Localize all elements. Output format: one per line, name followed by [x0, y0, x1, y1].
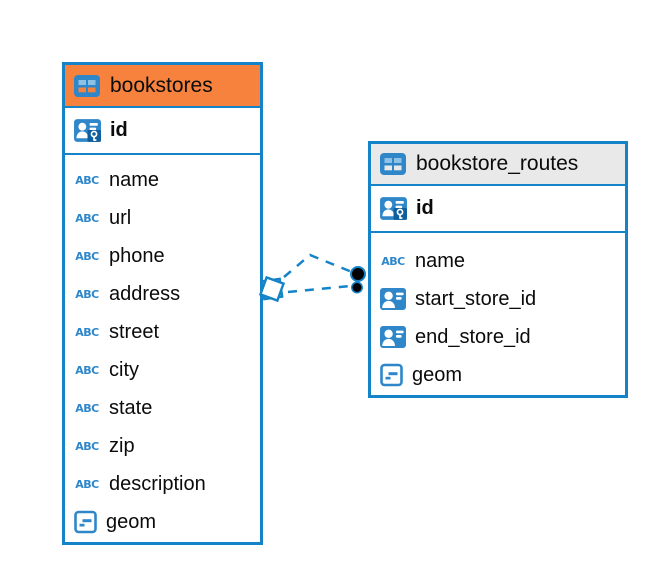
column-row[interactable]: ABC url — [65, 199, 260, 237]
table-name: bookstore_routes — [416, 152, 579, 175]
table-name: bookstores — [110, 73, 213, 97]
object-type-icon — [73, 510, 98, 534]
column-row[interactable]: ABC city — [65, 351, 260, 389]
table-bookstore-routes[interactable]: bookstore_routes — [368, 141, 628, 398]
text-type-icon: ABC — [75, 439, 99, 453]
column-name: name — [415, 249, 466, 272]
text-type-icon: ABC — [75, 249, 99, 263]
columns-section: ABC name start_store_id — [371, 233, 625, 395]
column-name: end_store_id — [415, 325, 531, 348]
column-name: description — [109, 472, 206, 495]
table-bookstores[interactable]: bookstores id — [62, 62, 263, 545]
reference-icon — [379, 287, 407, 311]
text-type-icon: ABC — [75, 477, 99, 491]
column-name: geom — [106, 510, 157, 533]
text-type-icon: ABC — [75, 363, 99, 377]
column-row[interactable]: ABC state — [65, 389, 260, 427]
table-header-bookstores[interactable]: bookstores — [65, 65, 260, 108]
primary-key-icon — [379, 196, 408, 221]
column-row[interactable]: ABC description — [65, 465, 260, 503]
table-icon — [73, 74, 101, 98]
column-name: zip — [109, 434, 135, 457]
text-type-icon: ABC — [75, 401, 99, 415]
primary-key-row[interactable]: id — [371, 186, 625, 231]
text-type-icon: ABC — [75, 211, 99, 225]
text-type-icon: ABC — [75, 325, 99, 339]
dot-target-marker — [351, 281, 363, 294]
primary-key-icon — [73, 118, 102, 143]
object-type-icon — [379, 363, 404, 387]
primary-key-name: id — [416, 197, 434, 219]
primary-key-section: id — [371, 186, 625, 233]
columns-section: ABC name ABC url ABC phone ABC address A… — [65, 155, 260, 542]
relationship-line[interactable] — [283, 253, 353, 278]
column-row[interactable]: ABC name — [371, 242, 625, 280]
column-name: address — [109, 282, 181, 305]
column-name: start_store_id — [415, 287, 537, 310]
column-row[interactable]: ABC name — [65, 161, 260, 199]
column-row[interactable]: ABC zip — [65, 427, 260, 465]
text-type-icon: ABC — [381, 254, 405, 268]
column-name: url — [109, 206, 132, 229]
column-row[interactable]: geom — [65, 503, 260, 541]
column-row[interactable]: ABC street — [65, 313, 260, 351]
diamond-source-marker — [258, 275, 286, 303]
table-header-bookstore-routes[interactable]: bookstore_routes — [371, 144, 625, 186]
column-row[interactable]: ABC address — [65, 275, 260, 313]
column-name: name — [109, 168, 160, 191]
column-name: geom — [412, 363, 463, 386]
column-name: state — [109, 396, 153, 419]
primary-key-name: id — [110, 119, 128, 141]
reference-icon — [379, 325, 407, 349]
table-icon — [379, 152, 407, 176]
column-name: street — [109, 320, 160, 343]
dot-target-marker — [350, 266, 366, 282]
relationship-line[interactable] — [287, 284, 351, 294]
column-row[interactable]: ABC phone — [65, 237, 260, 275]
text-type-icon: ABC — [75, 173, 99, 187]
text-type-icon: ABC — [75, 287, 99, 301]
column-name: city — [109, 358, 139, 381]
column-row[interactable]: geom — [371, 356, 625, 394]
column-name: phone — [109, 244, 165, 267]
primary-key-section: id — [65, 108, 260, 155]
column-row[interactable]: start_store_id — [371, 280, 625, 318]
column-row[interactable]: end_store_id — [371, 318, 625, 356]
primary-key-row[interactable]: id — [65, 108, 260, 153]
